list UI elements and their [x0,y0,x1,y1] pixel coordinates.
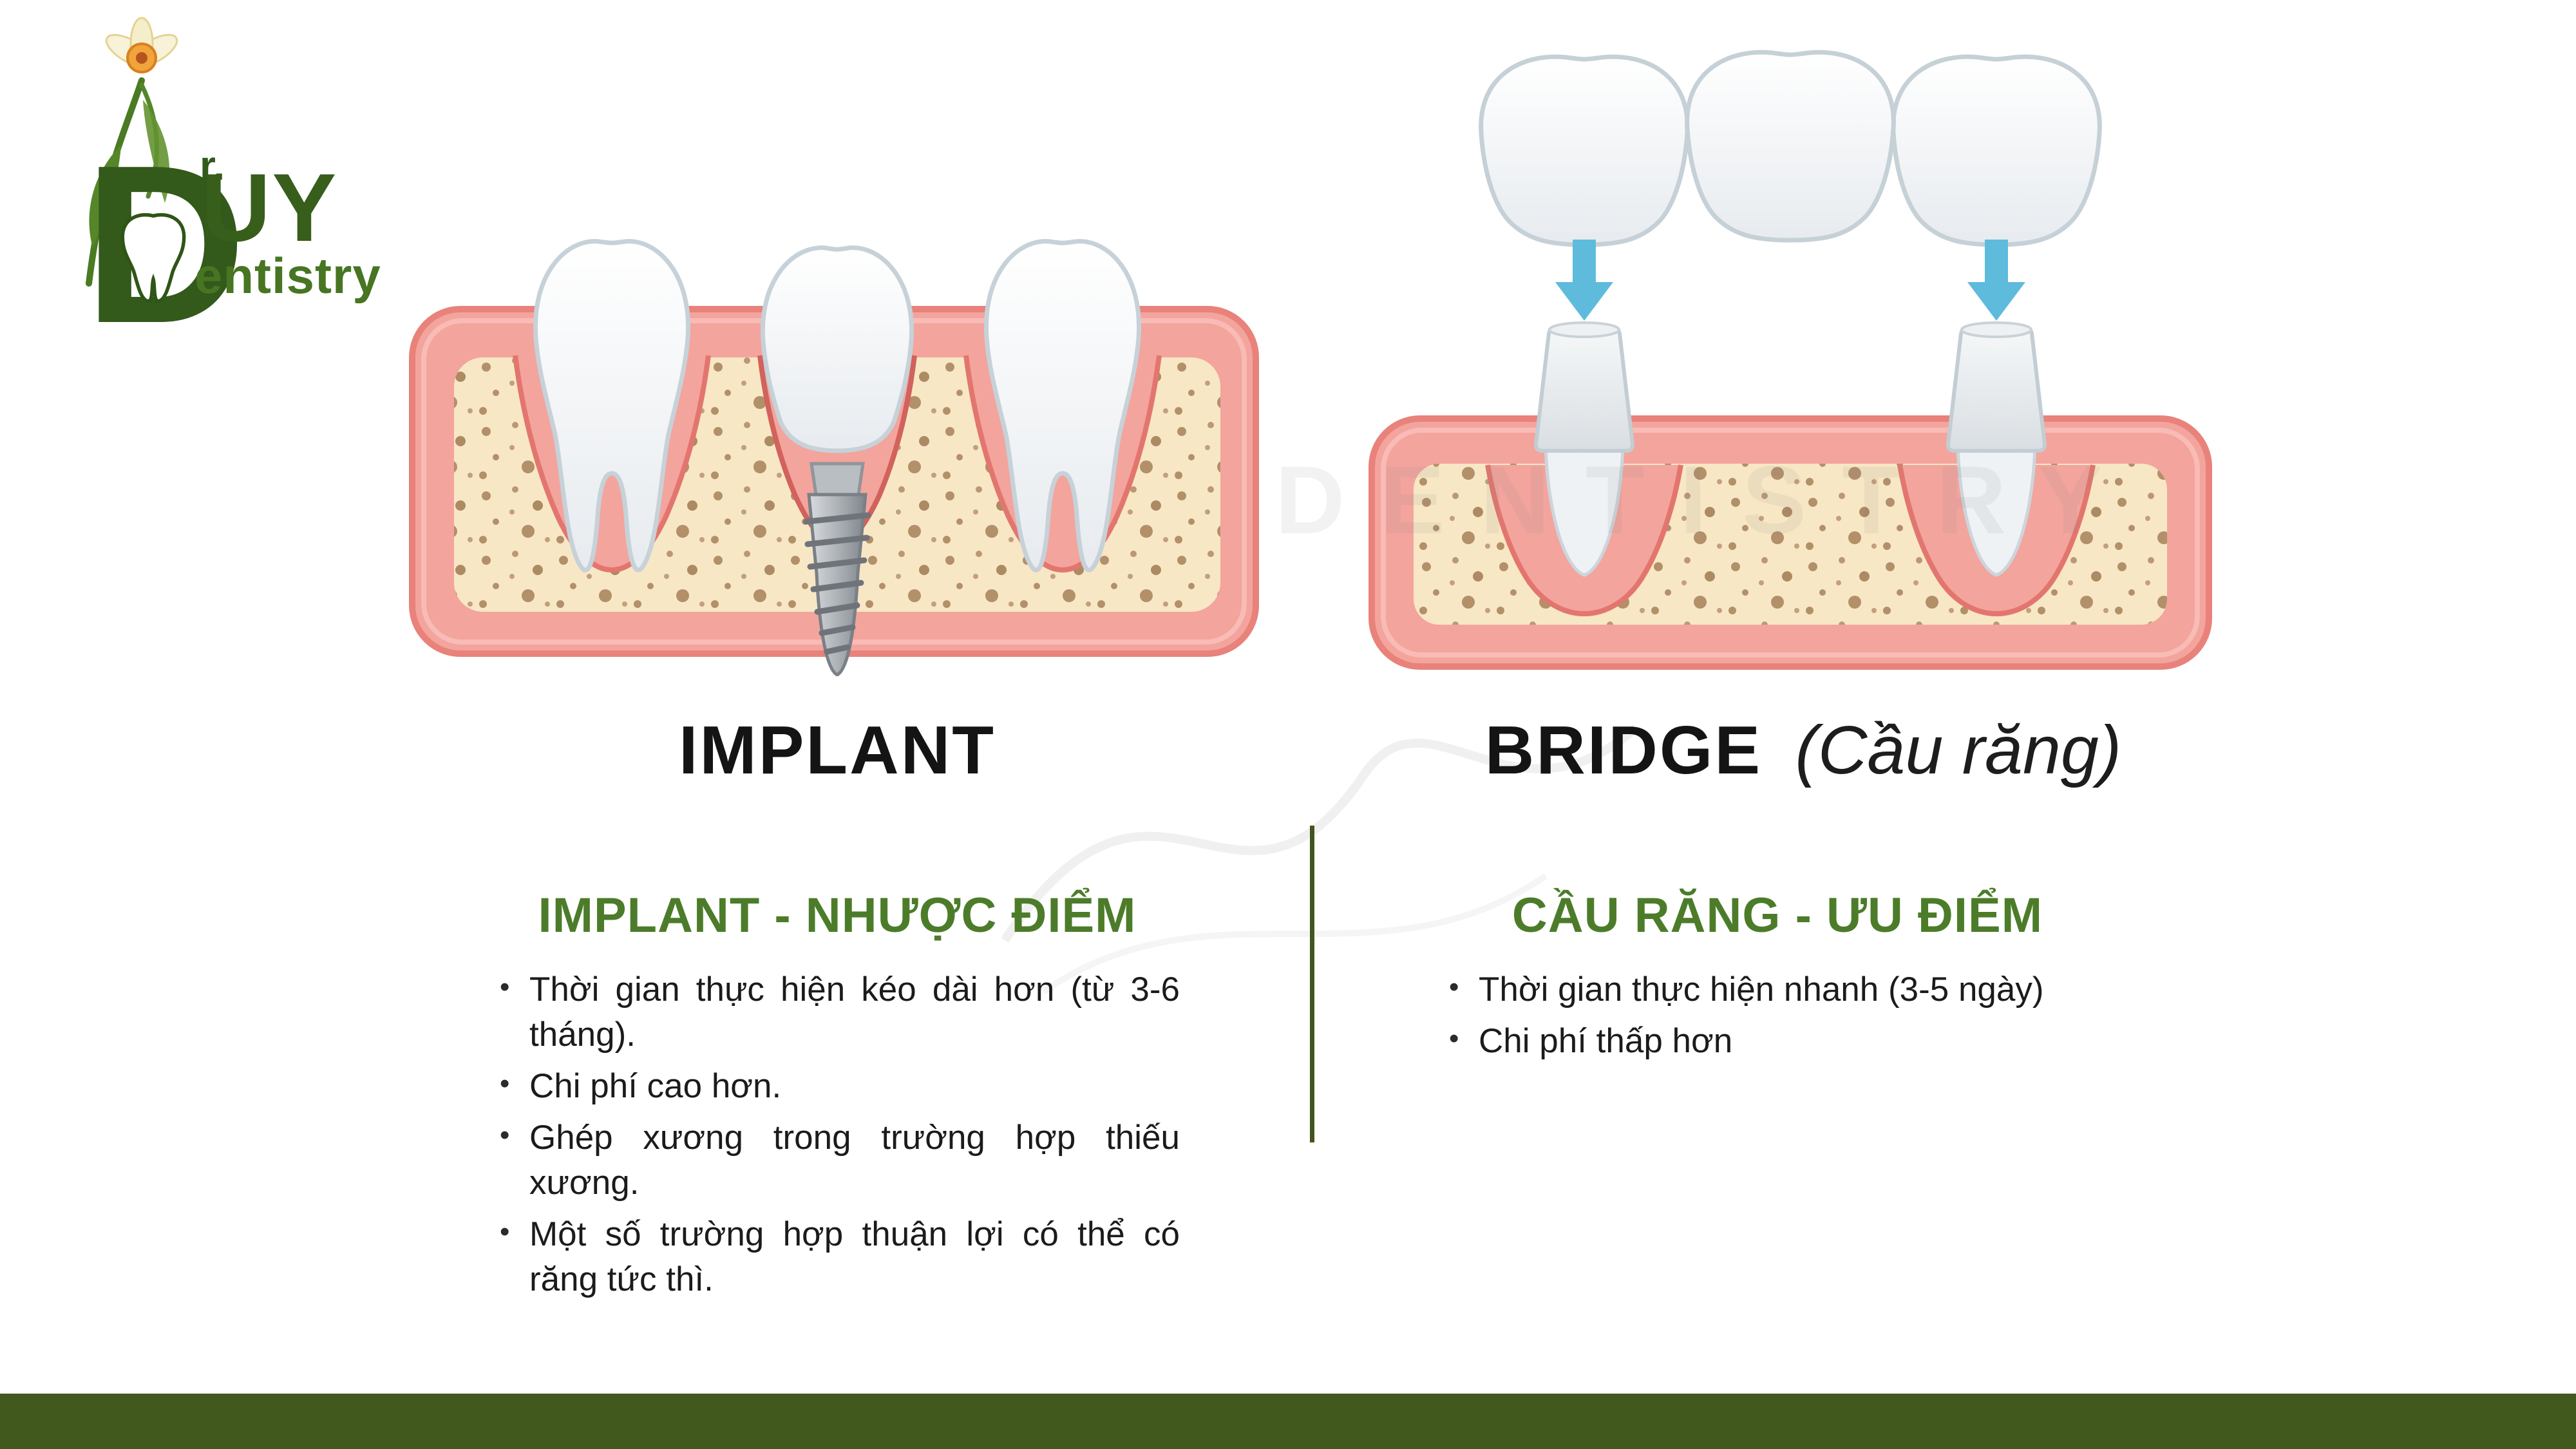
footer-bar [0,1394,2576,1449]
flower-leaf [143,100,170,203]
tooth-icon [120,213,186,303]
list-item: Chi phí cao hơn. [493,1064,1180,1109]
bridge-pros-list: Thời gian thực hiện nhanh (3-5 ngày) Chi… [1443,967,2164,1070]
list-item: Thời gian thực hiện nhanh (3-5 ngày) [1443,967,2164,1012]
bridge-crowns [1481,52,2100,245]
implant-crown [760,245,914,453]
bridge-title: BRIDGE (Cầu răng) [1475,712,2132,790]
watermark-text: DENTISTRY [1275,446,2138,554]
list-item: Thời gian thực hiện kéo dài hơn (từ 3-6 … [493,967,1180,1057]
bridge-pros-heading: CẦU RĂNG - ƯU ĐIỂM [1511,888,2043,943]
natural-tooth-right [983,239,1142,573]
natural-tooth-left [533,239,691,573]
implant-illustration [409,239,1259,676]
logo-word-entistry: entistry [194,247,381,304]
bridge-illustration [1368,39,2212,670]
abutment-roots [1544,442,2037,577]
bridge-title-word: BRIDGE [1484,712,1763,788]
abutment-teeth [1533,321,2047,453]
implant-cons-list: Thời gian thực hiện kéo dài hơn (từ 3-6 … [493,967,1180,1309]
list-item: Ghép xương trong trường hợp thiếu xương. [493,1115,1180,1206]
implant-screw [803,462,871,676]
natural-teeth [533,239,1142,573]
column-divider [1310,826,1314,1142]
screw-threads [803,512,871,655]
daffodil-flower-icon [86,17,178,287]
implant-title: IMPLANT [678,712,996,788]
logo-letters-uy: UY [201,153,338,261]
flower-leaf [89,145,121,248]
bridge-title-note: (Cầu răng) [1795,712,2122,788]
list-item: Một số trường hợp thuận lợi có thể có ră… [493,1212,1180,1302]
logo-letter-r: r. [200,142,225,189]
flower-head [105,17,178,73]
list-item: Chi phí thấp hơn [1443,1019,2164,1064]
arrow-down-icon [1555,240,2025,321]
implant-cons-heading: IMPLANT - NHƯỢC ĐIỂM [538,888,1137,943]
brand-logo: D r. UY entistry [39,10,464,357]
watermark-flourish [1001,724,1639,995]
